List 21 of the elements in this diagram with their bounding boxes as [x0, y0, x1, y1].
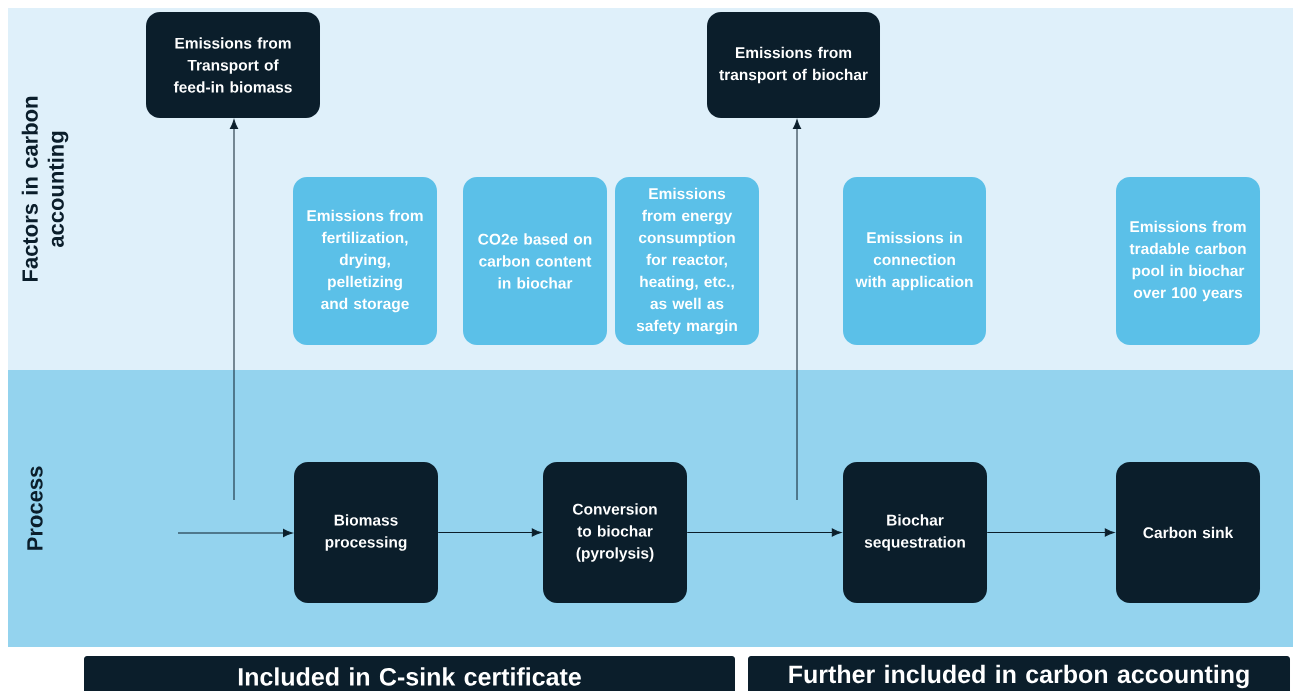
process-box: Conversion to biochar (pyrolysis)	[543, 462, 687, 603]
arrow	[686, 528, 842, 537]
factor-box: Emissions from energy consumption for reactor, heating, etc., as well as safety margin	[615, 177, 759, 345]
factor-box: Emissions in connection with application	[843, 177, 986, 345]
factor-box: Emissions from Transport of feed-in biomass	[146, 12, 320, 118]
band-label: Process	[27, 466, 43, 550]
factor-box: Emissions from transport of biochar	[707, 12, 880, 118]
band-label: Factors in carbon accounting	[21, 96, 69, 282]
arrow	[229, 119, 239, 501]
banner-bar: Included in C-sink certificate	[84, 656, 735, 691]
factor-box: Emissions from fertilization, drying, pelletizing and storage	[293, 177, 437, 345]
process-box: Biomass processing	[294, 462, 438, 603]
process-box: Biochar sequestration	[843, 462, 987, 603]
arrow	[177, 528, 293, 538]
arrow	[437, 528, 542, 537]
arrow	[792, 119, 802, 501]
process-box: Carbon sink	[1116, 462, 1260, 603]
banner-bar: Further included in carbon accounting	[748, 656, 1290, 691]
arrow	[986, 528, 1115, 537]
factor-box: CO2e based on carbon content in biochar	[463, 177, 607, 345]
factor-box: Emissions from tradable carbon pool in biochar over 100 years	[1116, 177, 1260, 345]
